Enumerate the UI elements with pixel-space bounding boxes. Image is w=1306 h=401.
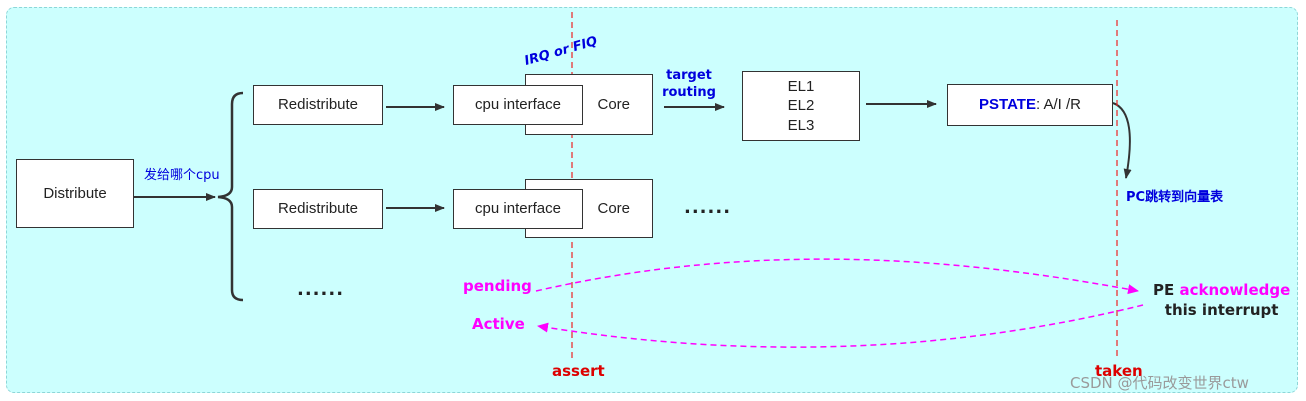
distribute-box: Distribute [16, 159, 134, 228]
pending-to-ack-arrow [535, 258, 1139, 295]
target-routing-label: target routing [660, 68, 718, 102]
pending-state-label: pending [463, 277, 532, 295]
this-interrupt-label: this interrupt [1164, 301, 1279, 320]
redistribute-label-1: Redistribute [277, 96, 359, 114]
more-redistributes-ellipsis: ...... [297, 279, 345, 300]
ack-to-active-arrow [537, 304, 1144, 348]
pstate-box: PSTATE: A/I /R [947, 84, 1113, 126]
target-routing-line-1: target [666, 68, 712, 83]
arrow-pstate-to-pc [1112, 102, 1132, 179]
send-to-cpu-label: 发给哪个cpu [144, 168, 220, 183]
taken-label: taken [1095, 362, 1143, 380]
cpu-interface-box-1: cpu interface [453, 85, 583, 125]
curly-brace [217, 91, 244, 302]
csdn-watermark: CSDN @代码改变世界ctw [1070, 374, 1249, 392]
assert-label: assert [552, 362, 605, 380]
core-label-2: Core [597, 199, 630, 217]
target-routing-line-2: routing [662, 84, 716, 100]
cpu-interface-label-2: cpu interface [475, 200, 561, 218]
el3-label: EL3 [787, 116, 815, 134]
pe-prefix: PE [1153, 281, 1180, 299]
pstate-keyword: PSTATE [979, 96, 1036, 114]
pe-acknowledge-label: PE acknowledge this interrupt [1153, 280, 1290, 321]
core-label-1: Core [597, 95, 630, 113]
el1-label: EL1 [787, 77, 815, 95]
pc-jump-label: PC跳转到向量表 [1126, 190, 1224, 205]
pstate-flags: : A/I /R [1035, 96, 1081, 114]
distribute-label: Distribute [43, 184, 107, 202]
redistribute-box-2: Redistribute [253, 189, 383, 229]
redistribute-box-1: Redistribute [253, 85, 383, 125]
more-cores-ellipsis: ...... [684, 197, 732, 218]
el2-label: EL2 [787, 97, 815, 115]
redistribute-label-2: Redistribute [277, 200, 359, 218]
exception-level-box: EL1 EL2 EL3 [742, 71, 860, 141]
exception-level-list: EL1 EL2 EL3 [788, 77, 815, 136]
active-state-label: Active [472, 315, 525, 333]
acknowledge-word: acknowledge [1179, 281, 1291, 299]
cpu-interface-box-2: cpu interface [453, 189, 583, 229]
cpu-interface-label-1: cpu interface [475, 96, 561, 114]
